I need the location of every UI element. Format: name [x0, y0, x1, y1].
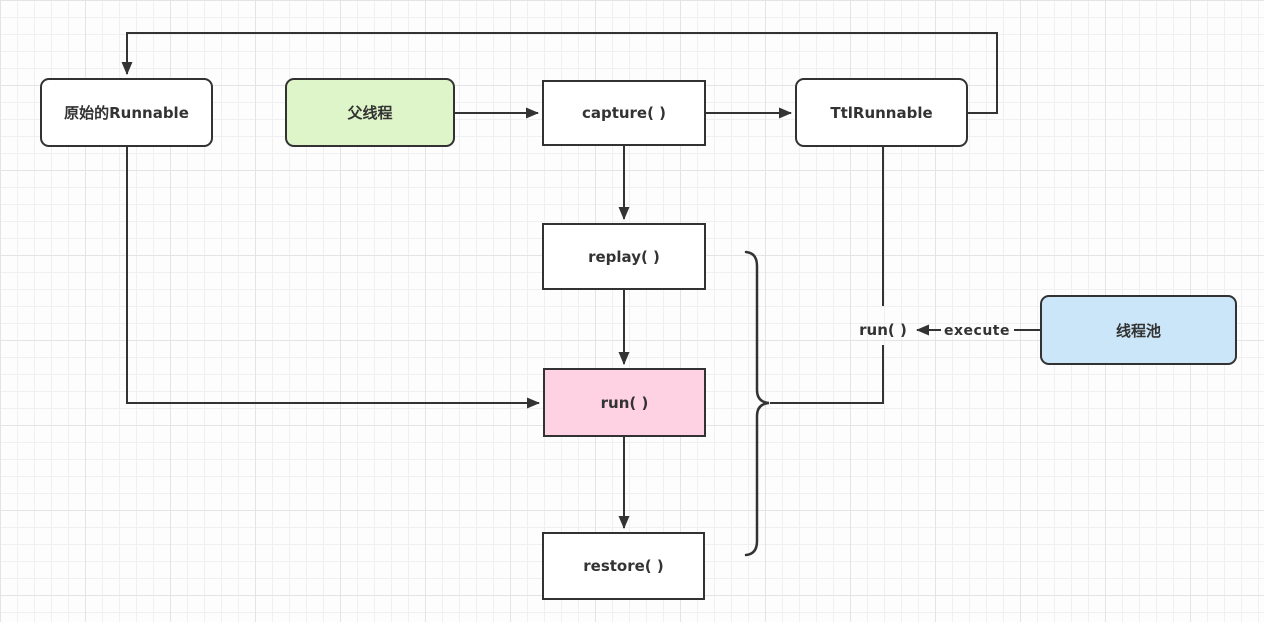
node-label: capture( ): [581, 104, 667, 122]
node-label: 原始的Runnable: [64, 104, 189, 122]
node-capture: capture( ): [542, 80, 706, 146]
node-original-runnable: 原始的Runnable: [40, 78, 213, 147]
node-label: replay( ): [588, 247, 660, 266]
node-thread-pool: 线程池: [1040, 295, 1237, 365]
node-restore: restore( ): [542, 532, 705, 600]
node-ttl-runnable: TtlRunnable: [795, 78, 968, 147]
edge-label-execute: execute: [944, 323, 1010, 339]
edge-original-to-run: [126, 147, 540, 409]
node-replay: replay( ): [542, 223, 706, 290]
node-run: run( ): [543, 368, 706, 437]
edge-label-run: run( ): [859, 321, 907, 339]
node-label: TtlRunnable: [830, 103, 933, 122]
node-label: 父线程: [347, 104, 393, 122]
node-label: run( ): [600, 393, 649, 412]
node-parent-thread: 父线程: [285, 78, 455, 147]
brace-group-shape: [744, 250, 770, 557]
edge-ttlrunnable-to-original: [121, 32, 998, 114]
node-label: 线程池: [1115, 321, 1161, 340]
node-label: restore( ): [583, 557, 664, 575]
edge-ttlrunnable-down-lower: [770, 345, 884, 404]
